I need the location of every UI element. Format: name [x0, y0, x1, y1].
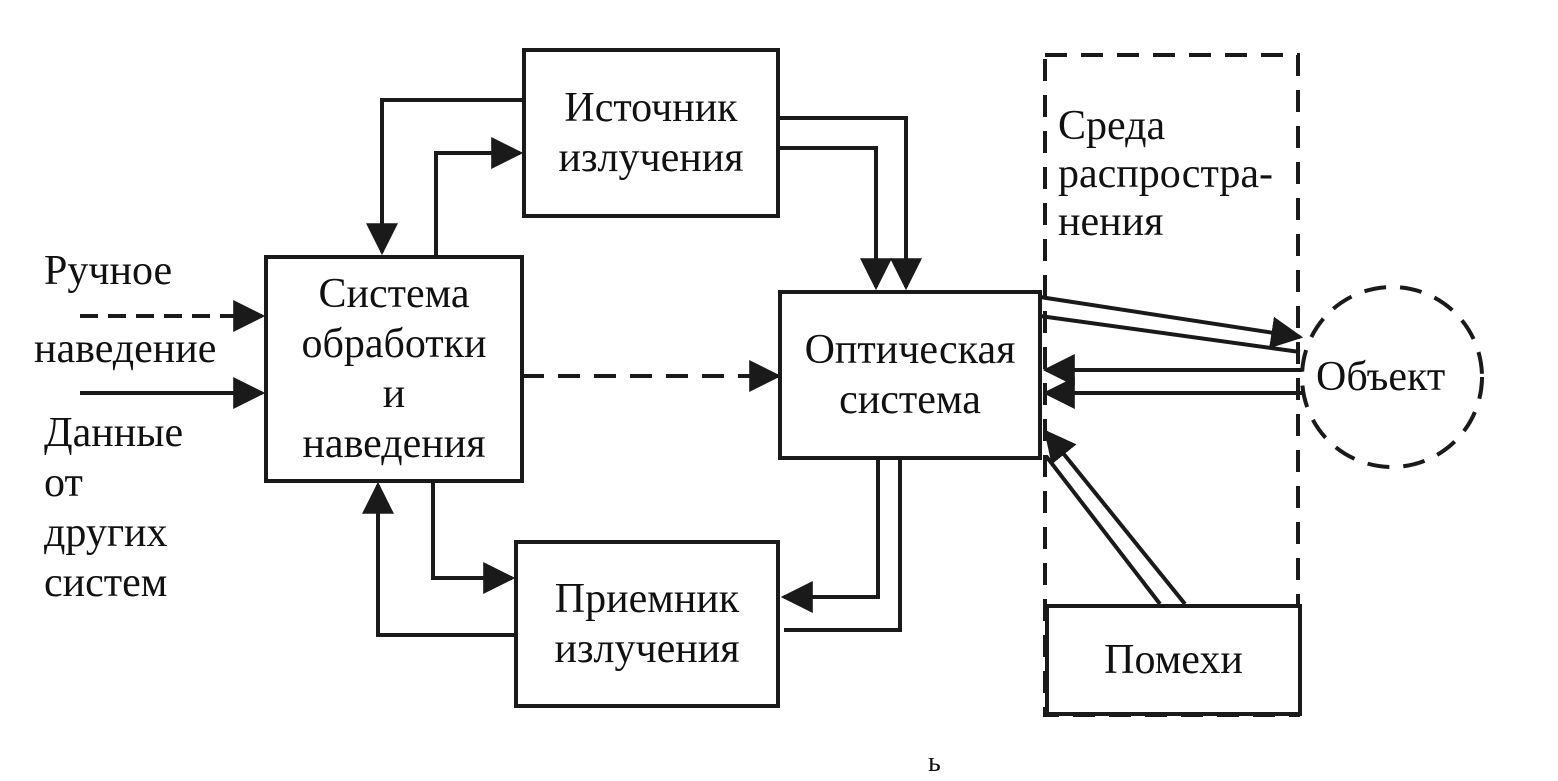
medium-label-3: нения: [1058, 199, 1164, 245]
optical-to-object-arrow: [1039, 295, 1304, 349]
data-label-4: систем: [44, 560, 168, 606]
interference-block: Помехи: [1045, 604, 1302, 716]
source-to-optical-arrow-2: [778, 146, 892, 291]
data-label-1: Данные: [44, 410, 184, 456]
propagation-medium-label: Среда распростра- нения: [1058, 102, 1273, 246]
medium-label-1: Среда: [1058, 103, 1166, 149]
source-label-2: излучения: [558, 135, 744, 181]
manual-label-1: Ручное: [44, 248, 173, 294]
manual-label-2: наведение: [34, 326, 217, 372]
manual-guidance-label: Ручное наведение: [34, 246, 216, 374]
object-label: Объект: [1316, 354, 1446, 400]
interference-to-optical-line: [1044, 454, 1162, 606]
processing-to-source-arrow: [434, 137, 524, 257]
optical-to-receiver-arrow-1: [780, 460, 880, 613]
receiver-to-processing-arrow: [362, 481, 516, 637]
data-label-3: других: [44, 510, 168, 556]
stray-mark: ь: [928, 747, 941, 778]
other-systems-data-label: Данные от других систем: [44, 408, 183, 608]
source-to-processing-arrow: [366, 98, 522, 256]
medium-label-2: распростра-: [1058, 151, 1273, 197]
processing-label-3: и: [382, 371, 406, 417]
source-label-1: Источник: [564, 85, 738, 131]
interference-to-optical-arrow: [1043, 429, 1187, 606]
source-to-optical-arrow-1: [778, 116, 922, 291]
object-circle: [1300, 285, 1484, 469]
processing-label-1: Система: [318, 271, 470, 317]
interference-label: Помехи: [1104, 637, 1243, 683]
optical-to-object-line: [1039, 314, 1301, 354]
receiver-label-1: Приемник: [554, 576, 740, 622]
processing-label-2: обработки: [301, 321, 487, 367]
processing-label-4: наведения: [302, 421, 486, 467]
optical-label-2: система: [839, 377, 981, 423]
data-label-2: от: [44, 460, 83, 506]
optical-to-receiver-line-2: [784, 460, 902, 632]
receiver-label-2: излучения: [554, 626, 740, 672]
processing-to-receiver-arrow: [431, 481, 516, 594]
optical-label-1: Оптическая: [804, 327, 1016, 373]
